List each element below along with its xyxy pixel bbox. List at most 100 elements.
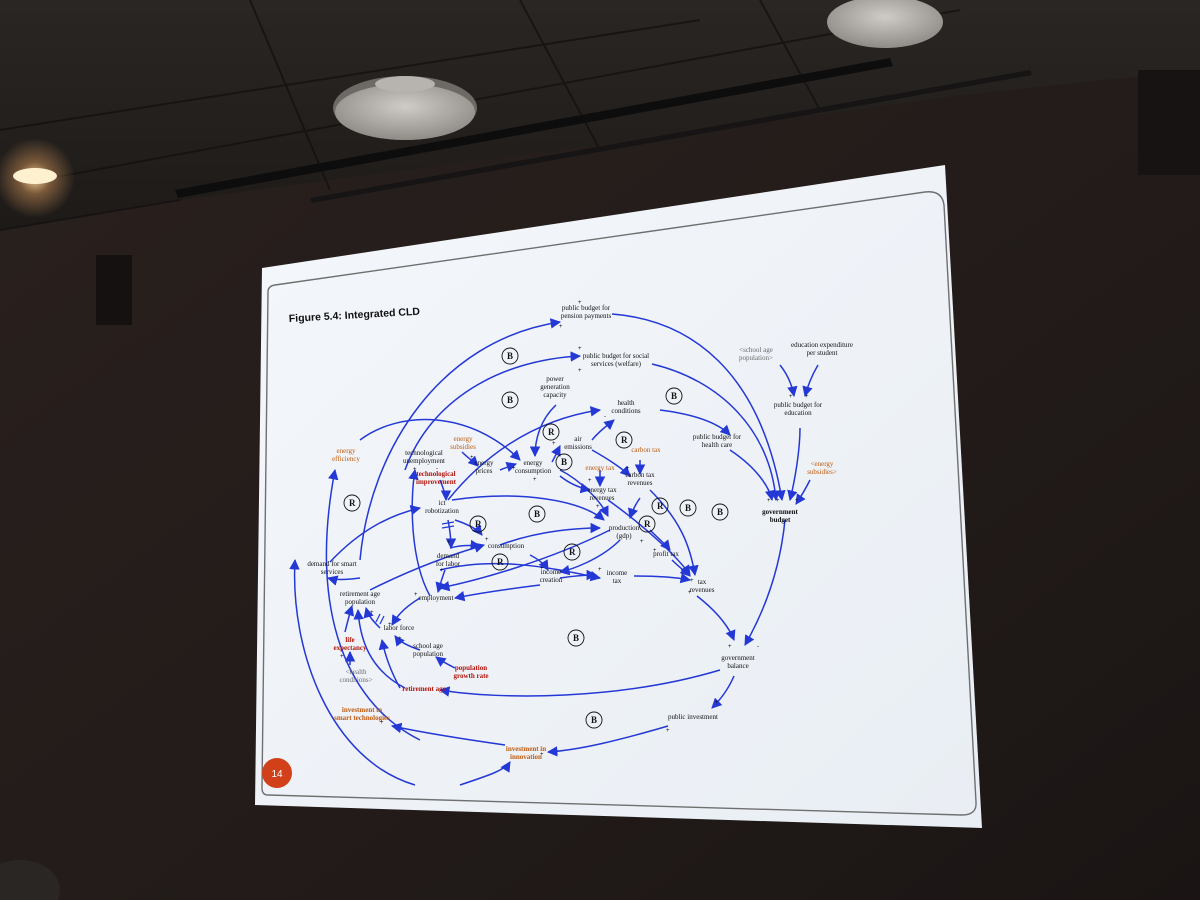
svg-text:retirement age: retirement age (402, 685, 445, 693)
link-air-health (591, 419, 615, 441)
loop-marker-r2: R (615, 431, 633, 449)
node-school-age-shadow: <school age population> (739, 346, 773, 362)
svg-text:+: + (789, 394, 793, 400)
svg-text:capacity: capacity (543, 391, 567, 399)
link-cons-production (559, 469, 609, 517)
svg-text:services (welfare): services (welfare) (591, 360, 642, 368)
node-consumption: consumption (488, 542, 525, 550)
svg-text:+: + (540, 752, 544, 758)
svg-text:+: + (640, 539, 644, 545)
loop-marker-r4: R (469, 515, 487, 533)
link-income-employment (453, 584, 541, 602)
svg-text:improvement: improvement (416, 478, 457, 486)
link-govbudget-balance (744, 519, 786, 646)
svg-text:education: education (784, 409, 812, 417)
svg-text:life: life (345, 636, 354, 644)
node-technological-unemployment: technological unemployment (403, 449, 445, 465)
node-retirement-age: retirement age (402, 685, 445, 693)
node-health-conditions-shadow: <health conditions> (339, 668, 372, 684)
link-unemp-welfare (404, 351, 582, 471)
svg-text:carbon tax: carbon tax (631, 446, 661, 454)
svg-text:school age: school age (413, 642, 443, 650)
loop-marker-r6: R (651, 497, 669, 515)
svg-text:public budget for: public budget for (562, 304, 611, 312)
svg-text:+: + (414, 592, 418, 598)
svg-text:investment in: investment in (506, 745, 546, 753)
link-innov-investsmart (390, 722, 506, 746)
svg-text:B: B (685, 503, 691, 513)
svg-text:technological: technological (416, 470, 455, 478)
svg-text:+: + (578, 368, 582, 374)
foreground-object (0, 860, 60, 900)
ceiling-rail (175, 58, 893, 198)
link-school-pbedu (779, 364, 798, 398)
node-energy-efficiency: energy efficiency (332, 447, 360, 463)
page-number: 14 (271, 769, 283, 780)
svg-text:innovation: innovation (510, 753, 542, 761)
node-school-age-population: school age population (413, 642, 443, 658)
svg-text:government: government (762, 508, 798, 516)
svg-text:consumption: consumption (488, 542, 525, 550)
svg-text:+: + (470, 455, 474, 461)
svg-text:for labor: for labor (436, 560, 461, 568)
svg-text:retirement age: retirement age (340, 590, 380, 598)
polarity-signs: ++ ++ ++ +++ ++ ++ -+ ++ ++ ++ ++ ++ -+ … (340, 300, 809, 758)
svg-text:public budget for: public budget for (774, 401, 823, 409)
svg-text:growth rate: growth rate (453, 672, 488, 680)
link-eduexp-pbedu (802, 364, 819, 398)
svg-text:R: R (621, 435, 628, 445)
svg-text:efficiency: efficiency (332, 455, 360, 463)
ceiling-lamp-icon (0, 138, 75, 218)
ceiling-tile-grid (0, 0, 961, 231)
svg-text:employment: employment (419, 594, 454, 602)
svg-text:+: + (533, 477, 537, 483)
node-employment: employment (419, 594, 454, 602)
page-number-badge: 14 (262, 758, 292, 788)
svg-text:R: R (657, 501, 664, 511)
node-ict-robotization: ict robotization (425, 499, 459, 515)
svg-text:+: + (578, 300, 582, 306)
loop-marker-b8: B (567, 629, 585, 647)
svg-text:carbon tax: carbon tax (625, 471, 655, 479)
svg-text:+: + (728, 644, 732, 650)
svg-text:education expenditure: education expenditure (791, 341, 853, 349)
node-education-expenditure: education expenditure per student (791, 341, 853, 357)
svg-text:population>: population> (739, 354, 773, 362)
link-balance-publicinvest (711, 675, 735, 709)
wall-speaker-box-right (1138, 70, 1200, 175)
svg-text:-: - (436, 466, 438, 472)
link-subsidies-prices (461, 451, 479, 467)
svg-text:conditions: conditions (611, 407, 640, 415)
svg-text:per student: per student (807, 349, 838, 357)
slide-frame (261, 191, 977, 816)
svg-text:+: + (715, 700, 719, 706)
projection-screen (255, 165, 982, 828)
loop-marker-b2: B (501, 391, 519, 409)
svg-text:population: population (345, 598, 375, 606)
node-air-emissions: air emissions (564, 435, 592, 451)
link-air-carbonrev (591, 449, 631, 477)
svg-text:+: + (440, 568, 444, 574)
node-pension-budget: public budget for pension payments (561, 304, 612, 320)
link-prices-cons (499, 462, 517, 472)
svg-text:health: health (617, 399, 635, 407)
ceiling-speaker-icon (333, 76, 477, 140)
svg-text:R: R (497, 557, 504, 567)
svg-text:balance: balance (727, 662, 748, 670)
svg-text:public budget for social: public budget for social (583, 352, 649, 360)
loop-marker-b7: B (711, 503, 729, 521)
svg-text:air: air (574, 435, 582, 443)
svg-text:public investment: public investment (668, 713, 718, 721)
svg-text:prices: prices (476, 467, 493, 475)
svg-text:demand for smart: demand for smart (307, 560, 356, 568)
svg-text:unemployment: unemployment (403, 457, 445, 465)
link-balance-retireage (438, 669, 721, 697)
svg-text:revenues: revenues (628, 479, 653, 487)
svg-text:revenues: revenues (690, 586, 715, 594)
svg-text:power: power (546, 375, 564, 383)
link-ict-consumption (454, 519, 483, 536)
svg-text:+: + (447, 540, 451, 546)
node-demand-labor: demand for labor (436, 552, 461, 568)
